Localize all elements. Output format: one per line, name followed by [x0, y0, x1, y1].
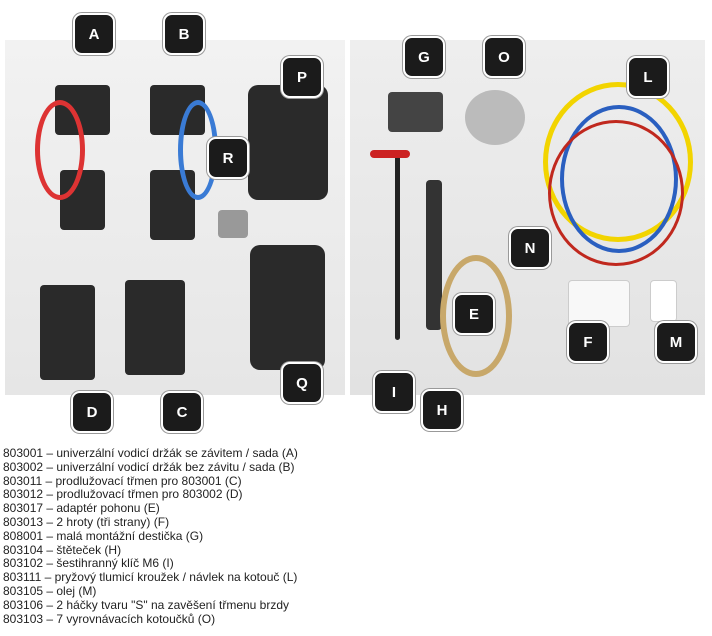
list-item: 803011 – prodlužovací třmen pro 803001 (…: [3, 473, 242, 488]
label-c: C: [161, 391, 203, 433]
list-item: 808001 – malá montážní destička (G): [3, 528, 204, 543]
washers-o-part: [465, 90, 525, 145]
plates-g-part: [388, 92, 443, 132]
label-r: R: [207, 137, 249, 179]
hex-key-handle: [370, 150, 410, 158]
label-f: F: [567, 321, 609, 363]
red-band: [35, 100, 85, 200]
list-item: 803111 – pryžový tlumicí kroužek / návle…: [3, 570, 298, 585]
label-l: L: [627, 56, 669, 98]
label-p: P: [281, 56, 323, 98]
list-item: 803104 – štěteček (H): [3, 542, 122, 557]
label-e: E: [453, 293, 495, 335]
list-item: 803102 – šestihranný klíč M6 (I): [3, 556, 174, 571]
list-item: 803106 – 2 háčky tvaru "S" na zavěšení t…: [3, 597, 290, 612]
bolts-r-part: [218, 210, 248, 238]
plate-q-part: [250, 245, 325, 370]
list-item: 803002 – univerzální vodicí držák bez zá…: [3, 459, 295, 474]
brush-h-part: [426, 180, 442, 330]
bracket-c-part: [125, 280, 185, 375]
red-ring: [548, 120, 684, 266]
list-item: 803103 – 7 vyrovnávacích kotoučků (O): [3, 611, 216, 626]
hex-key-i-part: [395, 150, 400, 340]
list-item: 803017 – adaptér pohonu (E): [3, 501, 160, 516]
label-m: M: [655, 321, 697, 363]
list-item: 803012 – prodlužovací třmen pro 803002 (…: [3, 487, 243, 502]
label-b: B: [163, 13, 205, 55]
label-o: O: [483, 36, 525, 78]
label-i: I: [373, 371, 415, 413]
plate-p-part: [248, 85, 328, 200]
label-q: Q: [281, 362, 323, 404]
tips-f-part: [568, 280, 630, 327]
adapter-e-part: [440, 255, 512, 377]
label-g: G: [403, 36, 445, 78]
list-item: 803013 – 2 hroty (tři strany) (F): [3, 514, 170, 529]
list-item: 803105 – olej (M): [3, 583, 97, 598]
parts-list: 803001 – univerzální vodicí držák se záv…: [3, 446, 298, 626]
label-d: D: [71, 391, 113, 433]
label-h: H: [421, 389, 463, 431]
bracket-d-part: [40, 285, 95, 380]
label-n: N: [509, 227, 551, 269]
list-item: 803001 – univerzální vodicí držák se záv…: [3, 446, 298, 460]
label-a: A: [73, 13, 115, 55]
oil-m-part: [650, 280, 677, 322]
